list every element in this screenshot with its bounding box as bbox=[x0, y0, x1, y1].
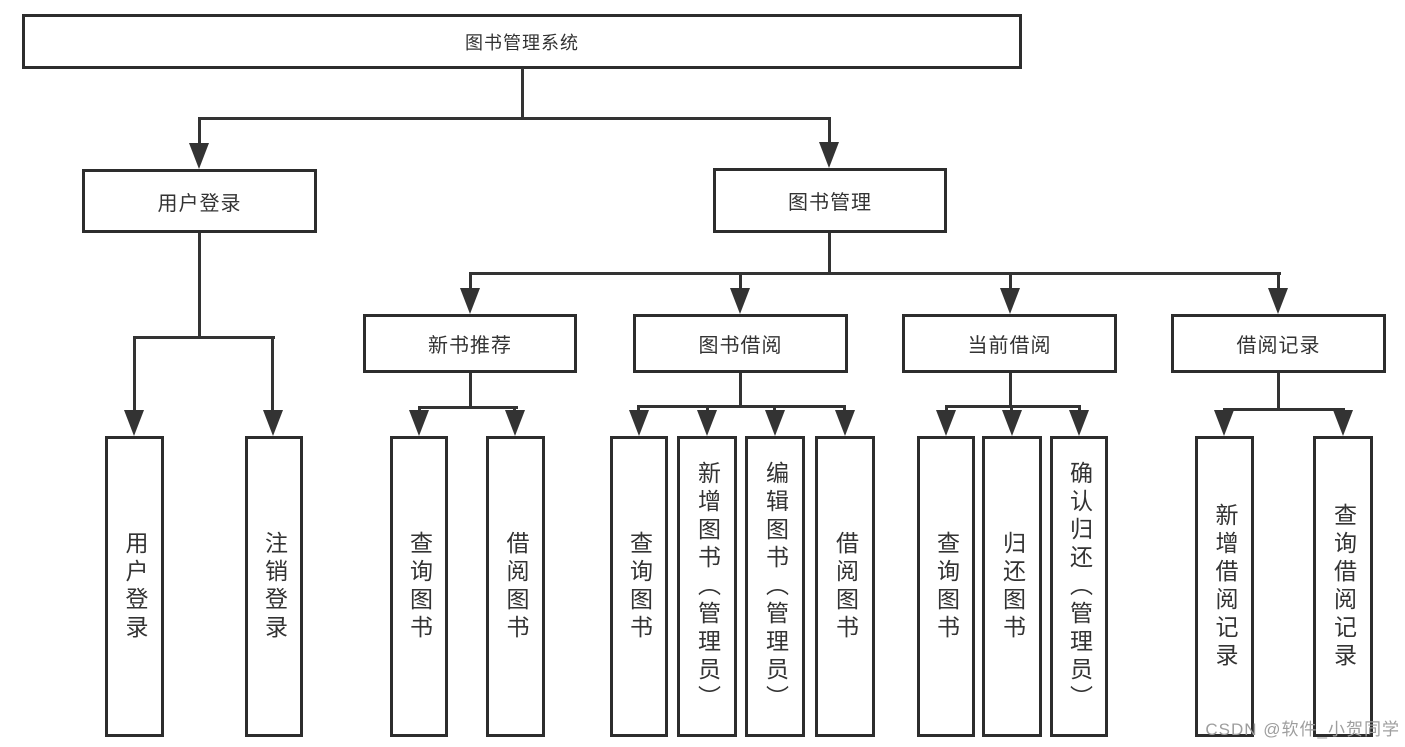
arrow-down-icon bbox=[1002, 410, 1022, 436]
connector-line bbox=[198, 233, 201, 338]
connector-line bbox=[521, 68, 524, 119]
arrow-down-icon bbox=[629, 410, 649, 436]
connector-line bbox=[1277, 272, 1280, 290]
connector-line bbox=[637, 405, 846, 408]
arrow-down-icon bbox=[819, 142, 839, 168]
leaf-add-books-admin: 新增图书（管理员） bbox=[677, 436, 737, 737]
leaf-query-borrow-record: 查询借阅记录 bbox=[1313, 436, 1373, 737]
leaf-edit-books-admin: 编辑图书（管理员） bbox=[745, 436, 805, 737]
connector-line bbox=[469, 373, 472, 408]
connector-line bbox=[828, 117, 831, 147]
leaf-add-borrow-record: 新增借阅记录 bbox=[1195, 436, 1254, 737]
connector-line bbox=[828, 233, 831, 274]
leaf-query-books: 查询图书 bbox=[610, 436, 668, 737]
leaf-query-books: 查询图书 bbox=[390, 436, 448, 737]
connector-line bbox=[1009, 373, 1012, 407]
connector-line bbox=[739, 272, 742, 290]
arrow-down-icon bbox=[936, 410, 956, 436]
connector-line bbox=[271, 336, 274, 412]
leaf-logout: 注销登录 bbox=[245, 436, 303, 737]
connector-line bbox=[1223, 408, 1345, 411]
connector-line bbox=[469, 272, 1281, 275]
leaf-borrow-books: 借阅图书 bbox=[815, 436, 875, 737]
leaf-user-login: 用户登录 bbox=[105, 436, 164, 737]
arrow-down-icon bbox=[730, 288, 750, 314]
watermark: CSDN @软件_小贺同学 bbox=[1205, 720, 1400, 739]
node-user-login: 用户登录 bbox=[82, 169, 317, 233]
node-new-book-recommend: 新书推荐 bbox=[363, 314, 577, 373]
connector-line bbox=[198, 117, 201, 147]
connector-line bbox=[198, 117, 831, 120]
node-current-borrowing: 当前借阅 bbox=[902, 314, 1117, 373]
connector-line bbox=[469, 272, 472, 290]
arrow-down-icon bbox=[460, 288, 480, 314]
connector-line bbox=[133, 336, 136, 412]
arrow-down-icon bbox=[1333, 410, 1353, 436]
arrow-down-icon bbox=[263, 410, 283, 436]
node-borrowing-records: 借阅记录 bbox=[1171, 314, 1386, 373]
node-library-management-system: 图书管理系统 bbox=[22, 14, 1022, 69]
arrow-down-icon bbox=[1214, 410, 1234, 436]
leaf-confirm-return-admin: 确认归还（管理员） bbox=[1050, 436, 1108, 737]
connector-line bbox=[945, 405, 1081, 408]
arrow-down-icon bbox=[835, 410, 855, 436]
arrow-down-icon bbox=[189, 143, 209, 169]
arrow-down-icon bbox=[1268, 288, 1288, 314]
arrow-down-icon bbox=[409, 410, 429, 436]
arrow-down-icon bbox=[124, 410, 144, 436]
node-book-management: 图书管理 bbox=[713, 168, 947, 233]
node-book-borrowing: 图书借阅 bbox=[633, 314, 848, 373]
connector-line bbox=[1009, 272, 1012, 290]
connector-line bbox=[739, 373, 742, 407]
arrow-down-icon bbox=[1000, 288, 1020, 314]
arrow-down-icon bbox=[1069, 410, 1089, 436]
leaf-query-books: 查询图书 bbox=[917, 436, 975, 737]
arrow-down-icon bbox=[697, 410, 717, 436]
arrow-down-icon bbox=[765, 410, 785, 436]
leaf-borrow-books: 借阅图书 bbox=[486, 436, 545, 737]
connector-line bbox=[133, 336, 275, 339]
leaf-return-books: 归还图书 bbox=[982, 436, 1042, 737]
connector-line bbox=[1277, 373, 1280, 410]
arrow-down-icon bbox=[505, 410, 525, 436]
connector-line bbox=[418, 406, 518, 409]
